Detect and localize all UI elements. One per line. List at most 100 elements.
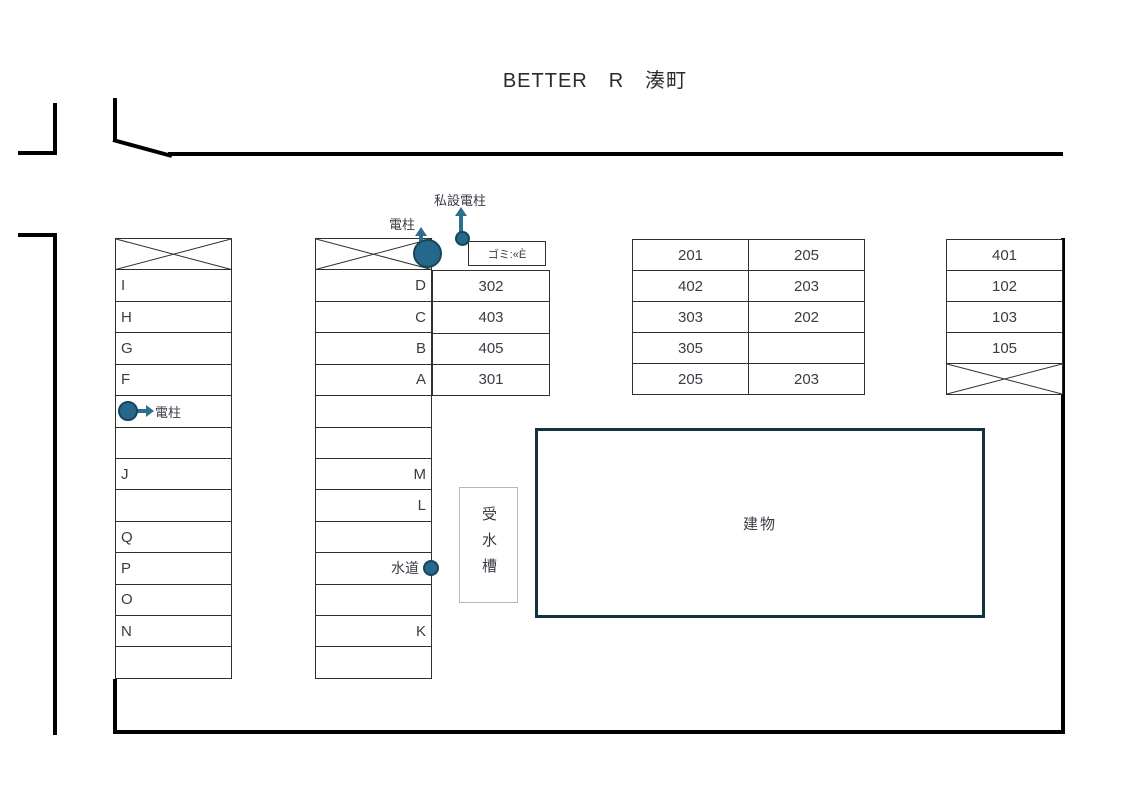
parking-cell: N (116, 616, 231, 648)
building-label: 建物 (742, 515, 777, 533)
stall-cell: 103 (947, 302, 1062, 333)
stall-cell (749, 333, 864, 363)
table-row: 303 202 (633, 302, 864, 333)
stall-number: 405 (478, 340, 504, 358)
parking-cell-label: Q (121, 528, 133, 546)
parking-cell-label: A (415, 371, 426, 389)
water-tap-icon (423, 560, 439, 577)
boundary-corner-horizontal (18, 151, 57, 155)
parking-cell: F (116, 365, 231, 397)
parking-cell (316, 585, 431, 617)
stall-cell-crossed (947, 364, 1062, 394)
utility-pole-label: 電柱 (389, 217, 416, 232)
utility-pole-icon (118, 401, 138, 422)
boundary-top-vertical (113, 98, 117, 142)
parking-cell-label: F (121, 371, 131, 389)
parking-cell: O (116, 585, 231, 617)
stall-number: 402 (677, 277, 704, 295)
parking-cell: L (316, 490, 431, 522)
parking-cell-label: N (121, 622, 132, 640)
left-parking-column: I H G F 電柱 J Q P O N (115, 238, 232, 679)
parking-cell (316, 522, 431, 554)
stall-number: 301 (478, 371, 504, 389)
arrow-up-icon (455, 207, 467, 239)
parking-cell-label: H (121, 308, 132, 326)
stall-cell: 102 (947, 271, 1062, 302)
stall-cell: 302 (433, 271, 549, 303)
stall-number: 202 (793, 308, 820, 326)
parking-cell-label: B (415, 339, 426, 357)
page-title: BETTER R 湊町 (502, 70, 688, 92)
stall-cell: 402 (633, 271, 749, 301)
parking-cell-label: M (413, 465, 427, 483)
utility-pole-label: 電柱 (155, 404, 182, 420)
stall-cell: 203 (749, 364, 864, 394)
stall-number: 302 (478, 277, 504, 295)
parking-cell (116, 428, 231, 459)
private-pole-icon (455, 231, 470, 246)
parking-cell: P (116, 553, 231, 585)
parking-cell (316, 428, 431, 459)
stall-number: 105 (991, 339, 1018, 357)
parking-cell-label: J (121, 465, 129, 483)
boundary-diagonal (112, 138, 173, 158)
parking-cell-water-tap: 水道 (316, 553, 439, 585)
parking-cell: I (116, 270, 231, 302)
parking-cell-label: L (417, 497, 426, 515)
parking-cell: D (316, 270, 431, 302)
parking-cell: Q (116, 522, 231, 554)
stall-number: 205 (677, 370, 704, 388)
parking-cell-label: I (121, 277, 126, 295)
center-stall-table: 201 205 402 203 303 202 305 205 203 (632, 239, 865, 395)
middle-parking-column: D C B A M L 水道 K (315, 238, 439, 679)
table-row: 205 203 (633, 364, 864, 394)
right-stall-table: 401 102 103 105 (946, 239, 1063, 395)
stall-number: 403 (478, 308, 504, 326)
parking-cell: J (116, 459, 231, 491)
stall-cell: 303 (633, 302, 749, 332)
parking-cell: A (316, 365, 431, 397)
stall-cell: 205 (633, 364, 749, 394)
stall-number: 103 (991, 308, 1018, 326)
stall-cell: 305 (633, 333, 749, 363)
stall-cell: 403 (433, 302, 549, 334)
parking-cell: B (316, 333, 431, 365)
parking-cell-utility-pole: 電柱 (116, 396, 231, 428)
building-outline: 建物 (535, 428, 985, 618)
garbage-area-label: ゴミ:«È (487, 248, 527, 261)
parking-cell-crossed (316, 239, 431, 271)
stall-number: 201 (677, 246, 704, 264)
x-mark-icon (947, 364, 1062, 394)
table-row: 305 (633, 333, 864, 364)
parking-cell: G (116, 333, 231, 365)
stall-cell: 401 (947, 240, 1062, 271)
boundary-corner-vertical (53, 103, 57, 155)
parking-cell-label: K (415, 622, 426, 640)
stall-number: 203 (793, 277, 820, 295)
parking-cell: C (316, 302, 431, 334)
stall-cell: 202 (749, 302, 864, 332)
parking-cell: H (116, 302, 231, 334)
parking-cell-label: O (121, 591, 133, 609)
table-row: 201 205 (633, 240, 864, 271)
parking-cell (316, 396, 431, 428)
arrow-right-icon (135, 405, 154, 418)
stall-cell: 405 (433, 334, 549, 365)
stall-number: 203 (793, 370, 820, 388)
boundary-right-vertical (1061, 238, 1065, 734)
boundary-bottom-horizontal (113, 730, 1065, 734)
stall-cell: 105 (947, 333, 1062, 364)
parking-cell-label: G (121, 339, 133, 357)
x-mark-icon (116, 239, 231, 269)
parking-cell: K (316, 616, 431, 648)
utility-pole-icon (413, 239, 442, 268)
stall-cell: 301 (433, 365, 549, 395)
boundary-bottomleft-vertical (113, 679, 117, 734)
water-tank-box: 受水槽 (459, 487, 518, 603)
parking-cell (116, 647, 231, 677)
stall-number: 401 (991, 246, 1018, 264)
parking-cell-label: D (415, 277, 426, 295)
parking-cell-label: C (415, 308, 426, 326)
water-tank-label: 受水槽 (480, 506, 497, 584)
